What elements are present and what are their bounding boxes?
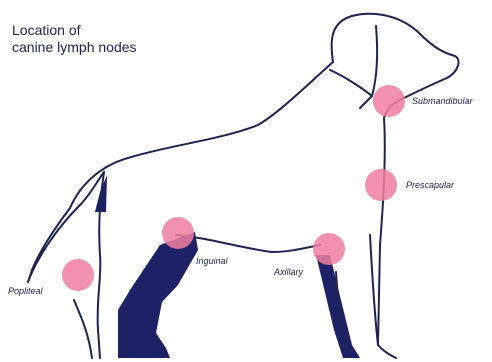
chest-outline — [378, 118, 385, 345]
prescapular-node — [365, 169, 397, 201]
axillary-node — [313, 233, 345, 265]
prescapular-label: Prescapular — [406, 180, 454, 190]
hind-leg-far — [118, 232, 198, 358]
inguinal-label: Inguinal — [196, 256, 228, 266]
popliteal-node — [62, 259, 94, 291]
axillary-label: Axillary — [274, 267, 303, 277]
submandibular-node — [373, 85, 405, 117]
jaw-line — [360, 96, 372, 108]
diagram-title-line-2: canine lymph nodes — [12, 39, 137, 56]
back-outline — [70, 62, 333, 208]
inguinal-node — [162, 217, 194, 249]
diagram-title-line-1: Location of — [12, 22, 81, 39]
submandibular-label: Submandibular — [412, 96, 473, 106]
popliteal-label: Popliteal — [8, 286, 43, 296]
ear-outline — [330, 26, 377, 96]
